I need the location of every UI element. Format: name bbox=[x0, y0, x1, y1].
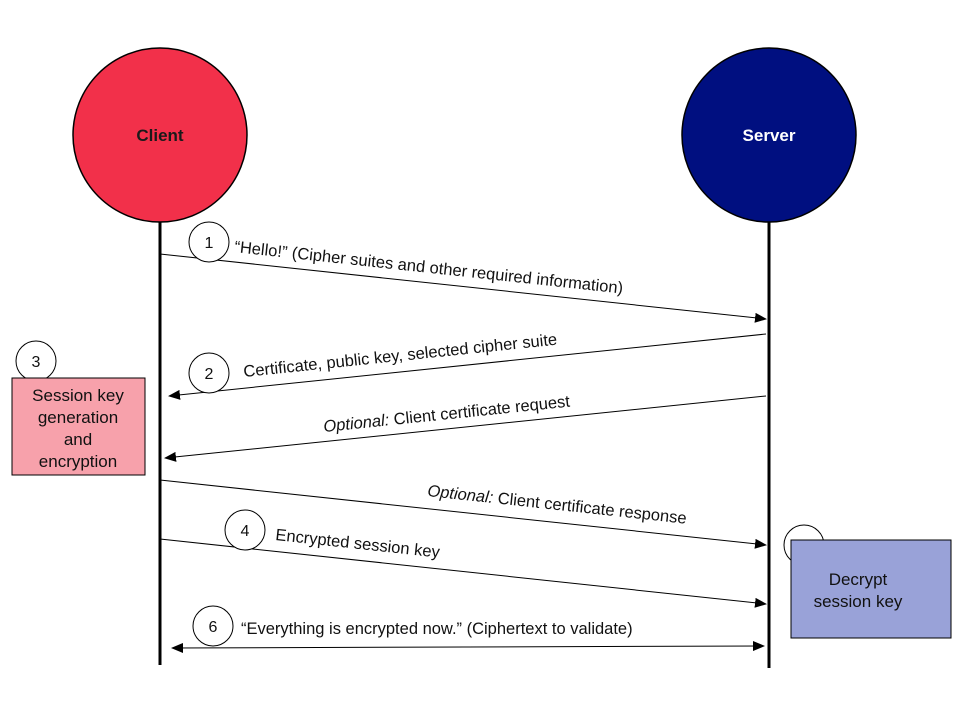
client-cert-response-message: Optional: Client certificate response bbox=[427, 482, 688, 528]
certificate-message: Certificate, public key, selected cipher… bbox=[243, 331, 558, 381]
arrow-certificate bbox=[168, 333, 767, 400]
step-4-number: 4 bbox=[241, 523, 250, 540]
session-key-generation-line-3: and bbox=[64, 430, 92, 449]
session-key-generation-box bbox=[11, 377, 146, 476]
client-cert-request-message: Optional: Client certificate request bbox=[323, 393, 572, 436]
arrow-client-cert-response bbox=[159, 479, 767, 549]
session-key-generation-line-1: Session key bbox=[32, 386, 124, 405]
client-circle bbox=[72, 47, 248, 223]
server-circle bbox=[681, 47, 857, 223]
everything-encrypted-message: “Everything is encrypted now.” (Cipherte… bbox=[241, 620, 633, 638]
step-6-circle bbox=[192, 605, 234, 647]
step-3-number: 3 bbox=[32, 354, 41, 371]
decrypt-session-key-line-2: session key bbox=[814, 592, 903, 611]
step-2-circle bbox=[188, 352, 230, 394]
session-key-generation-line-2: generation bbox=[38, 408, 118, 427]
step-2-number: 2 bbox=[205, 366, 214, 383]
decrypt-session-key-box bbox=[790, 539, 952, 639]
client-label: Client bbox=[136, 126, 184, 145]
step-1-number: 1 bbox=[205, 235, 214, 252]
step-4-circle bbox=[224, 509, 266, 551]
server-label: Server bbox=[743, 126, 796, 145]
step-6-number: 6 bbox=[209, 619, 218, 636]
session-key-generation-line-4: encryption bbox=[39, 452, 117, 471]
arrow-encrypted-session-key bbox=[159, 538, 767, 608]
arrow-everything-encrypted bbox=[171, 641, 765, 653]
arrow-client-cert-request bbox=[164, 395, 767, 462]
encrypted-session-key-message: Encrypted session key bbox=[275, 526, 442, 562]
arrow-hello bbox=[159, 253, 767, 323]
decrypt-session-key-line-1: Decrypt bbox=[829, 570, 888, 589]
step-1-circle bbox=[188, 221, 230, 263]
